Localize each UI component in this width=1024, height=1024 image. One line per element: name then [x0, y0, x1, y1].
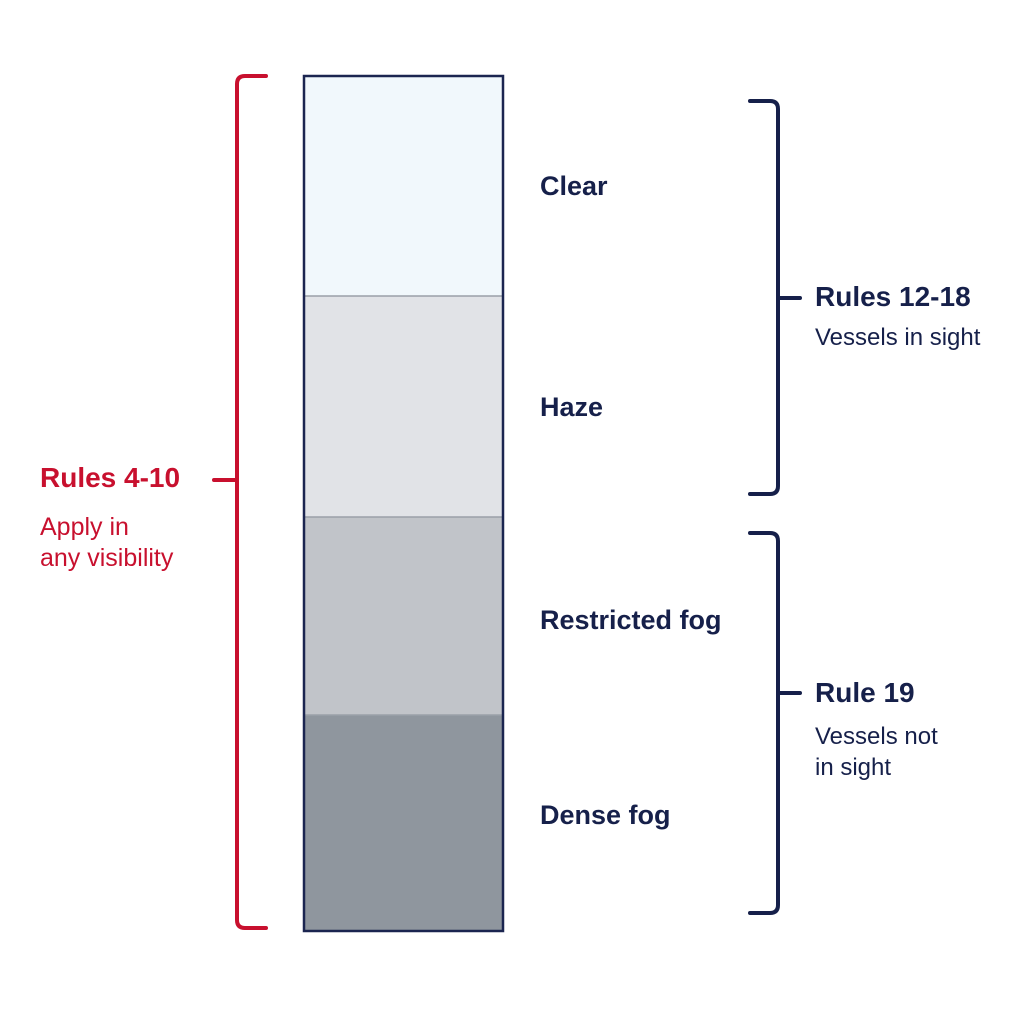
bracket-note-rules-12-18: Vessels in sight [815, 324, 981, 351]
band-label-dense-fog: Dense fog [540, 800, 671, 830]
visibility-column-outline [302, 74, 505, 933]
bracket-title-rules-4-10: Rules 4-10 [40, 462, 181, 493]
band-label-haze: Haze [540, 392, 604, 422]
bracket-note-rules-4-10: Apply in any visibility [40, 513, 174, 572]
bracket-title-rule-19: Rule 19 [815, 677, 915, 708]
bracket-rule-19 [748, 531, 802, 915]
band-dense-fog [304, 715, 503, 931]
band-label-restricted-fog: Restricted fog [540, 605, 722, 635]
band-clear [304, 76, 503, 296]
bracket-rules-12-18 [748, 99, 802, 496]
bracket-note-rule-19: Vessels not in sight [815, 723, 938, 781]
band-haze [304, 296, 503, 517]
bracket-title-rules-12-18: Rules 12-18 [815, 281, 971, 312]
band-label-clear: Clear [540, 171, 608, 201]
bracket-rules-4-10 [212, 74, 268, 930]
band-restricted-fog [304, 517, 503, 715]
